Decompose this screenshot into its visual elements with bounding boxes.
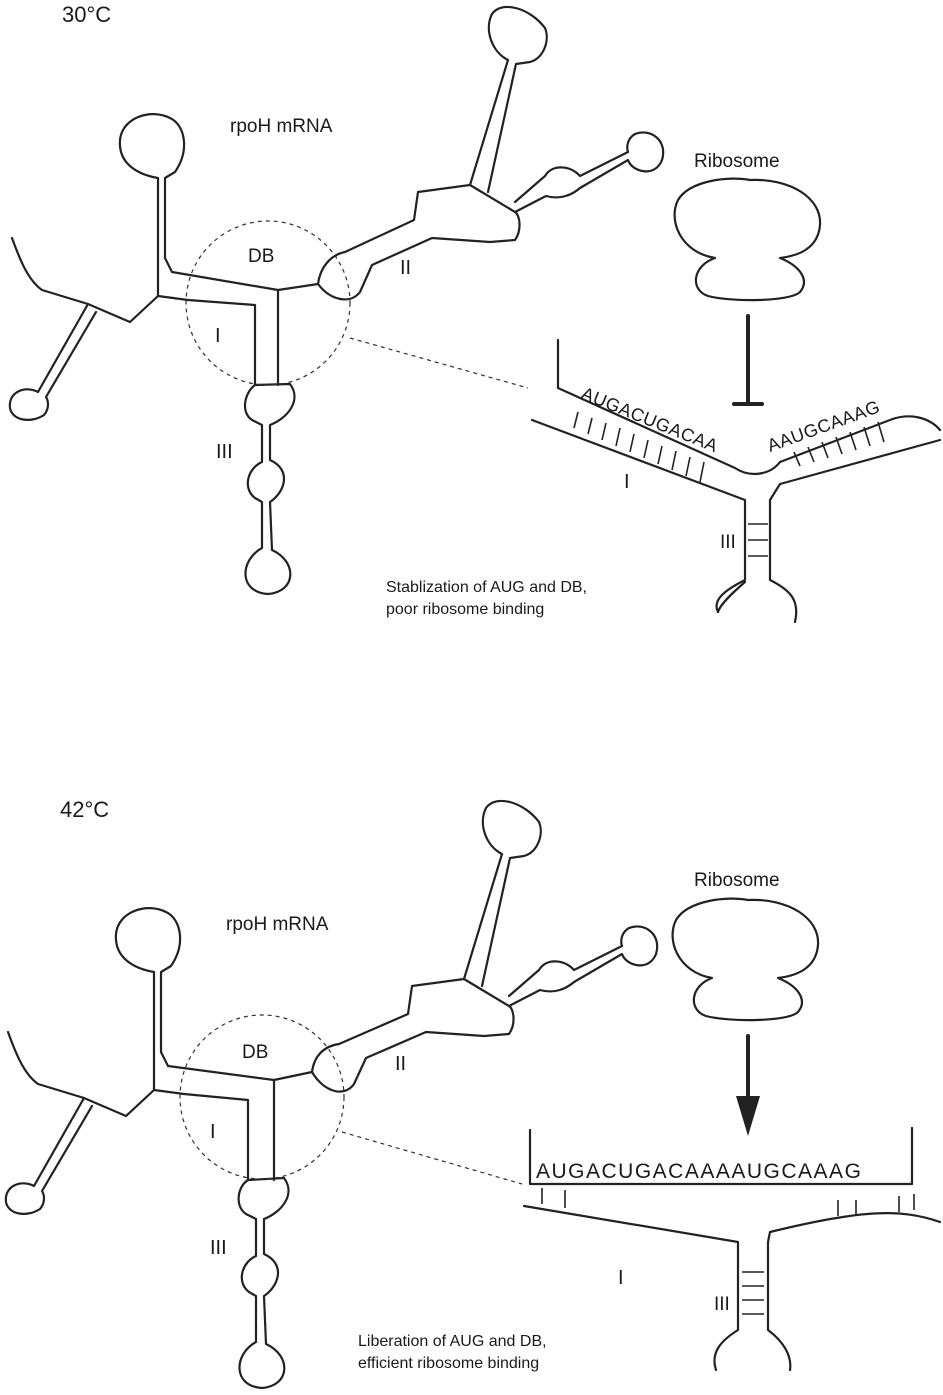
zoom-leader-line [349,337,529,389]
mrna-label: rpoH mRNA [230,116,333,137]
mrna-label: rpoH mRNA [226,914,329,935]
region-i-label: I [210,1121,216,1143]
rpoh-mrna-structure [8,5,665,596]
zoom-detail [522,1126,942,1372]
ribosome-shape [673,177,822,302]
inhibition-arrow [732,314,764,406]
zoom-leader-line [341,1131,523,1185]
caption-line1: Liberation of AUG and DB, [358,1333,547,1350]
caption-line2: efficient ribosome binding [358,1355,539,1372]
diagram-30c: 30°C rpoH mRNA DB I II III Ribosome [8,2,942,624]
sequence-full: AUGACUGACAAAAUGCAAAG [536,1160,862,1183]
caption-line2: poor ribosome binding [386,601,544,618]
region-db-label: DB [242,1042,268,1063]
zoom-region-iii-label: III [714,1294,730,1315]
zoom-region-iii-label: III [720,532,736,553]
region-iii-label: III [210,1237,227,1259]
region-db-label: DB [248,246,274,267]
zoom-detail [530,338,942,624]
panel-42c: 42°C rpoH mRNA DB I II III Ribosome [0,720,943,1395]
temperature-label: 30°C [62,2,111,27]
zoom-circle [185,220,351,386]
activation-arrow [736,1034,760,1136]
region-iii-label: III [216,441,233,463]
ribosome-label: Ribosome [694,870,780,891]
zoom-region-i-label: I [624,471,630,493]
zoom-region-i-label: I [618,1267,624,1289]
region-ii-label: II [400,257,411,279]
temperature-label: 42°C [60,797,109,822]
region-i-label: I [215,325,221,347]
caption-line1: Stablization of AUG and DB, [386,579,587,596]
panel-30c: 30°C rpoH mRNA DB I II III Ribosome [0,0,943,690]
ribosome-shape [671,897,820,1022]
zoom-circle [179,1014,345,1180]
ribosome-label: Ribosome [694,151,780,172]
region-ii-label: II [395,1053,406,1075]
diagram-42c: 42°C rpoH mRNA DB I II III Ribosome [4,797,942,1390]
rpoh-mrna-structure [4,799,659,1390]
